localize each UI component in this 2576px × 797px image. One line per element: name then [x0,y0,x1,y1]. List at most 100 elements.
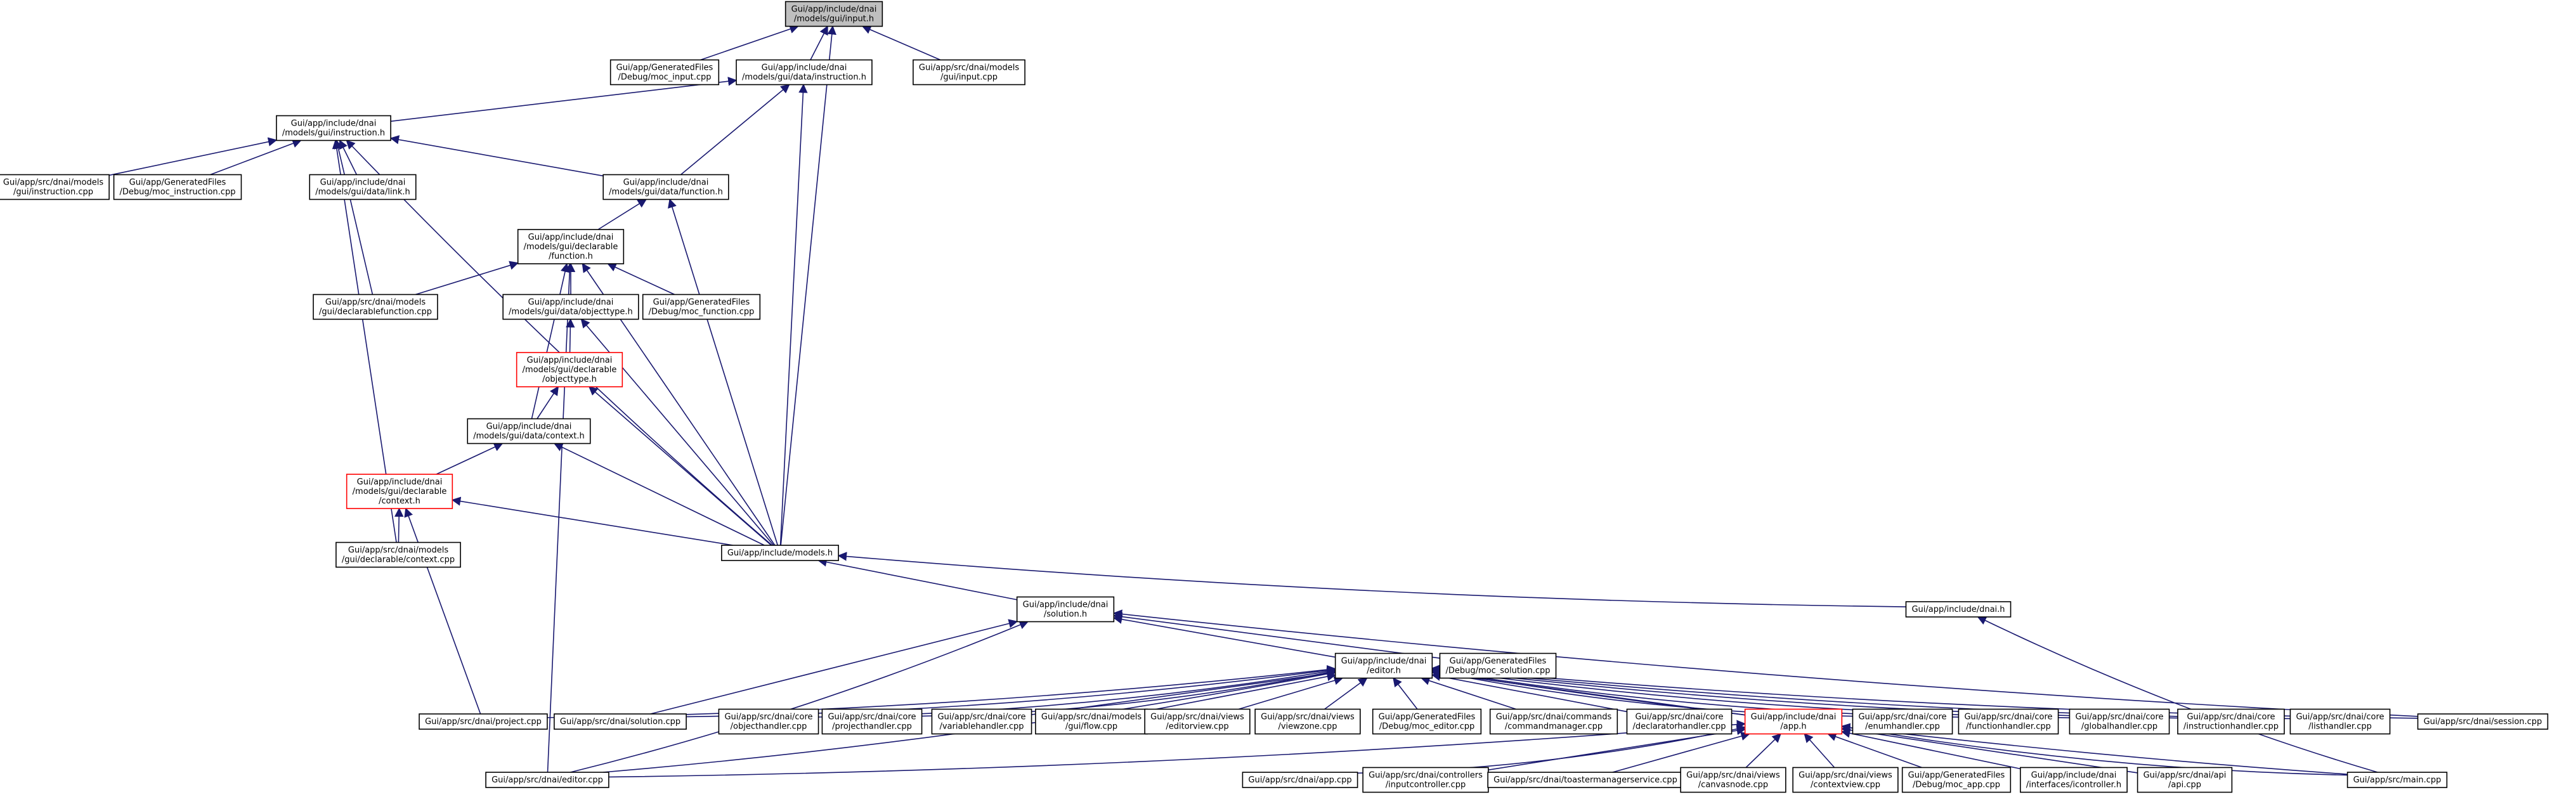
file-node-src-declfunction[interactable]: Gui/app/src/dnai/models/gui/declarablefu… [313,294,438,320]
node-label-line: Gui/app/src/dnai/core [828,713,916,722]
file-node-solution-h[interactable]: Gui/app/include/dnai/solution.h [1016,596,1115,623]
node-box [2020,767,2128,793]
file-node-main-cpp[interactable]: Gui/app/src/main.cpp [2346,772,2448,788]
node-label-line: /models/gui/data/instruction.h [742,73,866,82]
file-node-instructionhandler[interactable]: Gui/app/src/dnai/core/instructionhandler… [2177,708,2285,735]
node-label-line: Gui/app/src/dnai/views [1799,771,1892,781]
file-node-gui-instruction-h[interactable]: Gui/app/include/dnai/models/gui/instruct… [276,115,391,141]
node-box [736,59,873,86]
edge-decl-function-h-to-data-context-h [531,262,570,419]
node-label-line: Gui/app/include/dnai [528,233,614,242]
edge-input-h-to-moc-input [700,24,799,61]
file-node-function-h[interactable]: Gui/app/include/dnai/models/gui/data/fun… [602,174,729,200]
file-node-viewzone[interactable]: Gui/app/src/dnai/views/viewzone.cpp [1254,708,1361,735]
edge-dnai-h-to-main-cpp [1977,616,2378,773]
node-label-line: /api.cpp [2168,781,2201,790]
node-label-line: Gui/app/include/dnai [623,178,709,188]
file-node-input-h[interactable]: Gui/app/include/dnai/models/gui/input.h [784,1,883,27]
edge-gui-instruction-h-to-src-declfunction [334,139,374,295]
file-node-models-h[interactable]: Gui/app/include/models.h [721,545,839,561]
file-node-project-cpp[interactable]: Gui/app/src/dnai/project.cpp [419,713,548,730]
node-box [1487,772,1684,788]
node-box [602,174,729,200]
node-label-line: /models/gui/data/objecttype.h [509,308,633,317]
node-label-line: Gui/app/src/dnai/core [2187,713,2275,722]
node-label-line: Gui/app/src/dnai/core [2296,713,2384,722]
file-node-guiflow[interactable]: Gui/app/src/dnai/models/gui/flow.cpp [1035,708,1148,735]
file-node-globalhandler[interactable]: Gui/app/src/dnai/core/globalhandler.cpp [2069,708,2170,735]
file-node-editor-h[interactable]: Gui/app/include/dnai/editor.h [1334,652,1433,679]
node-box [2177,708,2285,735]
node-box [1242,772,1358,788]
file-node-decl-objecttype-h[interactable]: Gui/app/include/dnai/models/gui/declarab… [516,352,623,387]
file-node-moc-app[interactable]: Gui/app/GeneratedFiles/Debug/moc_app.cpp [1901,767,2012,793]
file-node-declaratorhandler[interactable]: Gui/app/src/dnai/core/declaratorhandler.… [1626,708,1733,735]
node-box [1905,601,2012,618]
file-node-editorview[interactable]: Gui/app/src/dnai/views/editorview.cpp [1144,708,1251,735]
file-node-moc-instruction[interactable]: Gui/app/GeneratedFiles/Debug/moc_instruc… [113,174,242,200]
file-node-dnai-h[interactable]: Gui/app/include/dnai.h [1905,601,2012,618]
file-node-data-context-h[interactable]: Gui/app/include/dnai/models/gui/data/con… [467,418,591,444]
file-node-objecthandler[interactable]: Gui/app/src/dnai/core/objecthandler.cpp [718,708,819,735]
node-box [313,294,438,320]
file-node-editor-cpp[interactable]: Gui/app/src/dnai/editor.cpp [485,772,609,788]
node-label-line: Gui/app/src/dnai/toastermanagerservice.c… [1493,775,1677,785]
file-node-projecthandler[interactable]: Gui/app/src/dnai/core/projecthandler.cpp [821,708,923,735]
file-node-icontroller-h[interactable]: Gui/app/include/dnai/interfaces/icontrol… [2020,767,2128,793]
file-node-link-h[interactable]: Gui/app/include/dnai/models/gui/data/lin… [309,174,417,200]
node-label-line: Gui/app/include/dnai [1341,657,1427,666]
node-label-line: /models/gui/data/context.h [473,432,585,441]
node-label-line: Gui/app/src/dnai/views [1150,713,1244,722]
node-box [2346,772,2448,788]
file-node-variablehandler[interactable]: Gui/app/src/dnai/core/variablehandler.cp… [931,708,1032,735]
file-node-objecttype-h[interactable]: Gui/app/include/dnai/models/gui/data/obj… [502,294,639,320]
file-node-listhandler[interactable]: Gui/app/src/dnai/core/listhandler.cpp [2289,708,2391,735]
file-node-contextview[interactable]: Gui/app/src/dnai/views/contextview.cpp [1792,767,1899,793]
node-label-line: /models/gui/instruction.h [282,129,385,138]
node-label-line: Gui/app/include/dnai [1023,600,1109,610]
file-node-moc-editor[interactable]: Gui/app/GeneratedFiles/Debug/moc_editor.… [1372,708,1482,735]
node-box [1372,708,1482,735]
file-node-solution-cpp[interactable]: Gui/app/src/dnai/solution.cpp [554,713,687,730]
edge-gui-instruction-h-to-link-h [339,139,358,175]
node-box [642,294,761,320]
file-node-inputcontroller[interactable]: Gui/app/src/dnai/controllers/inputcontro… [1362,767,1489,793]
file-node-commandmanager[interactable]: Gui/app/src/dnai/commands/commandmanager… [1489,708,1618,735]
edge-data-instruction-h-to-gui-instruction-h [391,77,738,122]
node-box [1680,767,1786,793]
edge-decl-context-h-to-project-cpp [404,507,481,715]
file-node-data-instruction-h[interactable]: Gui/app/include/dnai/models/gui/data/ins… [736,59,873,86]
node-label-line: /functionhandler.cpp [1966,722,2051,732]
file-node-api-cpp[interactable]: Gui/app/src/dnai/api/api.cpp [2137,767,2233,793]
edge-app-h-to-editor-cpp [608,720,1747,778]
edge-solution-h-to-editor-h [1112,614,1336,658]
edge-input-h-to-models-h [780,25,836,546]
file-node-decl-function-h[interactable]: Gui/app/include/dnai/models/gui/declarab… [517,229,625,264]
node-label-line: Gui/app/src/dnai/models [3,178,103,188]
node-box [467,418,591,444]
file-node-moc-input[interactable]: Gui/app/GeneratedFiles/Debug/moc_input.c… [609,59,720,86]
file-node-functionhandler[interactable]: Gui/app/src/dnai/core/functionhandler.cp… [1958,708,2059,735]
node-label-line: /models/gui/data/link.h [315,188,410,197]
file-node-app-h[interactable]: Gui/app/include/dnai/app.h [1744,708,1843,735]
edge-gui-instruction-h-to-src-instruction [108,137,278,176]
file-node-moc-function[interactable]: Gui/app/GeneratedFiles/Debug/moc_functio… [642,294,761,320]
node-box [1901,767,2012,793]
edge-models-h-to-dnai-h [837,552,1906,607]
file-node-src-declcontext[interactable]: Gui/app/src/dnai/models/gui/declarable/c… [335,541,461,568]
file-node-moc-solution[interactable]: Gui/app/GeneratedFiles/Debug/moc_solutio… [1439,652,1557,679]
edge-data-instruction-h-to-models-h [779,84,808,546]
edge-editor-h-to-guiflow [1147,671,1337,711]
file-node-canvasnode[interactable]: Gui/app/src/dnai/views/canvasnode.cpp [1680,767,1786,793]
file-node-toastermanager[interactable]: Gui/app/src/dnai/toastermanagerservice.c… [1487,772,1684,788]
file-node-src-input[interactable]: Gui/app/src/dnai/models/gui/input.cpp [913,59,1025,86]
file-node-src-instruction[interactable]: Gui/app/src/dnai/models/gui/instruction.… [0,174,110,200]
file-node-session-cpp[interactable]: Gui/app/src/dnai/session.cpp [2417,713,2549,730]
node-label-line: Gui/app/src/dnai/views [1261,713,1355,722]
node-box [485,772,609,788]
file-node-decl-context-h[interactable]: Gui/app/include/dnai/models/gui/declarab… [346,474,453,509]
edge-decl-objecttype-h-to-data-context-h [537,386,559,419]
file-node-app-cpp[interactable]: Gui/app/src/dnai/app.cpp [1242,772,1358,788]
node-box [276,115,391,141]
file-node-enumhandler[interactable]: Gui/app/src/dnai/core/enumhandler.cpp [1852,708,1953,735]
